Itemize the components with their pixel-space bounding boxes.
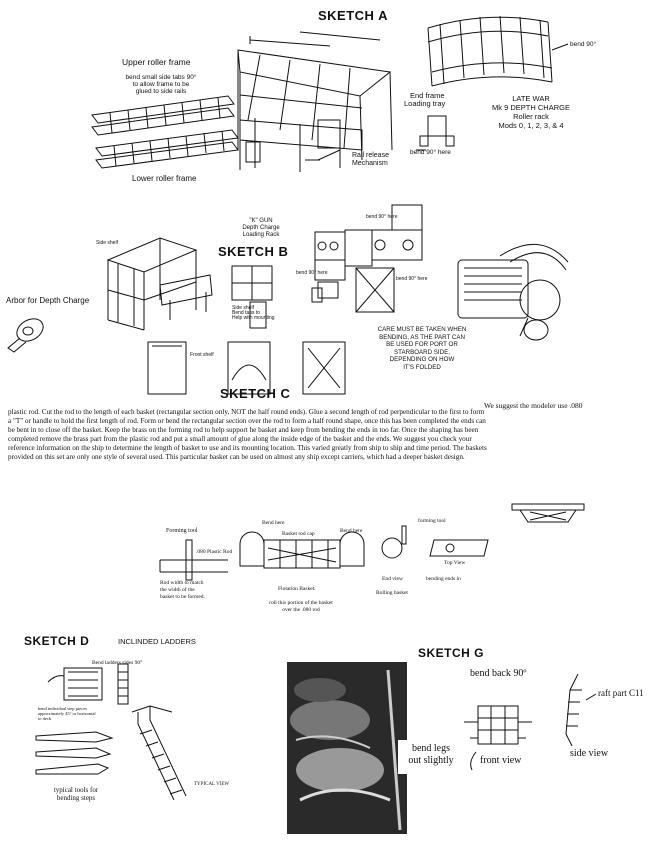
roll-note: roll this portion of the basket over the… [269,600,333,613]
rolling-basket-label: Rolling basket [376,590,408,596]
forming-tool-2-label: forming tool [418,518,446,524]
loading-rack-flat-pattern-drawing [314,204,423,313]
lower-roller-frame-drawing [95,129,239,169]
upper-roller-frame-label: Upper roller frame [122,57,191,67]
basket-instructions-paragraph: plastic rod. Cut the rod to the length o… [8,408,487,461]
flotation-basket-drawing [239,531,365,569]
side-view-label: side view [570,748,609,759]
raft-photo-drawing [287,662,462,834]
end-frame-label: End frame Loading tray [404,91,446,108]
bend-90-label: bend 90° [570,41,597,48]
bend-back-label: bend back 90º [470,668,527,679]
forming-rod-drawing [159,539,228,581]
side-shelf-label: Side shelf [96,240,118,246]
end-frame-drawing [416,115,455,151]
tools-caption: typical tools for bending steps [53,786,99,802]
rail-release-label: Rail release Mechanism [352,152,389,167]
suggest-line: We suggest the modeler use .080 [484,401,583,410]
side-shelf-drawing [106,237,213,331]
forming-tool-label: Forming tool [166,528,198,534]
bend-here-2-label: bend 90° here [296,270,328,276]
bend-here-label: bend 90° here [410,149,451,156]
sketch-c-title: SKETCH C [220,386,291,401]
bend-here-b-label: Bend here [340,528,363,534]
rolling-basket-drawing [381,525,489,559]
loading-tray-drawing [427,15,569,87]
raft-part-label: raft part C11 [598,688,644,698]
ladder-parts-drawing [47,663,129,705]
arbor-label: Arbor for Depth Charge [6,296,90,305]
bending-ends-label: bending ends in [426,576,461,582]
bend-here-1-label: bend 90° here [366,214,398,220]
bend-sides-label: Bend ladders sides 90° [92,660,143,666]
raft-side-view-drawing [565,673,597,747]
typical-view-label: TYPICAL VIEW [194,782,230,787]
bend-legs-note: bend legs out slightly [408,743,454,766]
plastic-rod-label: .080 Plastic Rod [196,549,233,555]
k-gun-caption: "K" GUN Depth Charge Loading Rack [242,218,280,238]
roller-rack-caption: LATE WAR Mk 9 DEPTH CHARGE Roller rack M… [492,94,570,130]
rod-width-note: Rod width to match the width of the bask… [160,580,205,600]
bend-here-a-label: Bend here [262,520,285,526]
lower-roller-frame-label: Lower roller frame [132,174,197,183]
basket-rod-cap-label: Basket rod cap [282,531,315,537]
side-shelf-2-label: Side shelf Bend tabs to Help with mounti… [232,305,275,321]
sketch-d-subtitle: INCLINDED LADDERS [118,637,196,646]
sketch-d-title: SKETCH D [24,634,90,648]
tab-note: bend small side tabs 90° to allow frame … [125,74,197,95]
arbor-drawing [7,318,44,353]
raft-front-view-drawing [464,705,532,771]
sketch-b-title: SKETCH B [218,244,289,259]
flotation-basket-label: Flotation Basket. [278,586,316,592]
sketch-a-title: SKETCH A [318,8,388,23]
sketch-g-title: SKETCH G [418,646,485,660]
bending-tools-drawing [35,731,114,775]
k-gun-photo-drawing [457,243,569,341]
front-shelf-label: Front shelf [190,352,214,358]
shelf-parts-drawing [147,265,346,395]
inclined-ladder-drawing [131,705,187,801]
step-note: bend individual step pieces approximatel… [38,706,96,721]
top-view-label: Top View [444,560,466,566]
bend-here-3-label: bend 90° here [396,276,428,282]
upper-roller-frame-drawing [91,95,235,136]
care-warning: CARE MUST BE TAKEN WHEN BENDING, AS THE … [377,326,467,371]
front-view-label: front view [480,755,522,766]
end-view-label: End view [382,576,403,582]
finished-basket-drawing [511,503,585,523]
roller-rack-assembly-drawing [237,31,393,172]
